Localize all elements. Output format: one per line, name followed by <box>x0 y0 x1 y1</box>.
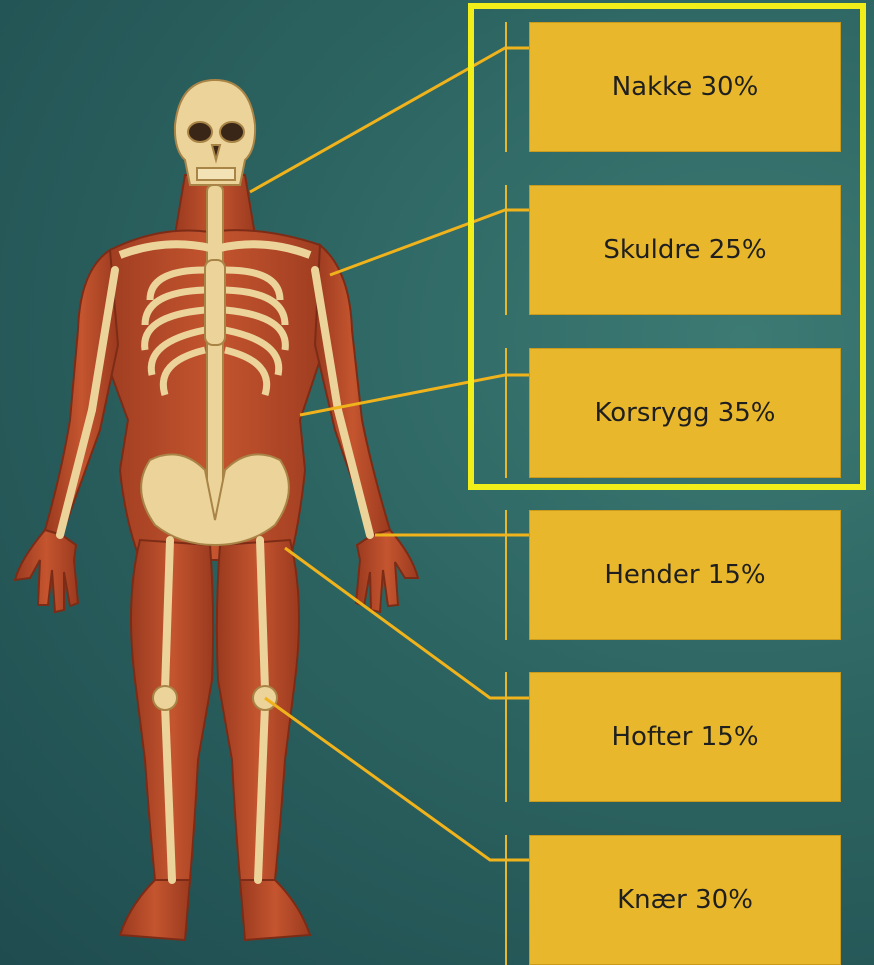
skeleton-layer <box>60 80 370 880</box>
label-knaer: Knær 30% <box>529 835 841 965</box>
connector-knaer <box>265 698 529 860</box>
bracket-5 <box>505 672 507 802</box>
label-nakke: Nakke 30% <box>529 22 841 152</box>
label-korsrygg: Korsrygg 35% <box>529 348 841 478</box>
label-skuldre: Skuldre 25% <box>529 185 841 315</box>
bracket-4 <box>505 510 507 640</box>
bracket-6 <box>505 835 507 965</box>
label-hofter: Hofter 15% <box>529 672 841 802</box>
label-hender: Hender 15% <box>529 510 841 640</box>
